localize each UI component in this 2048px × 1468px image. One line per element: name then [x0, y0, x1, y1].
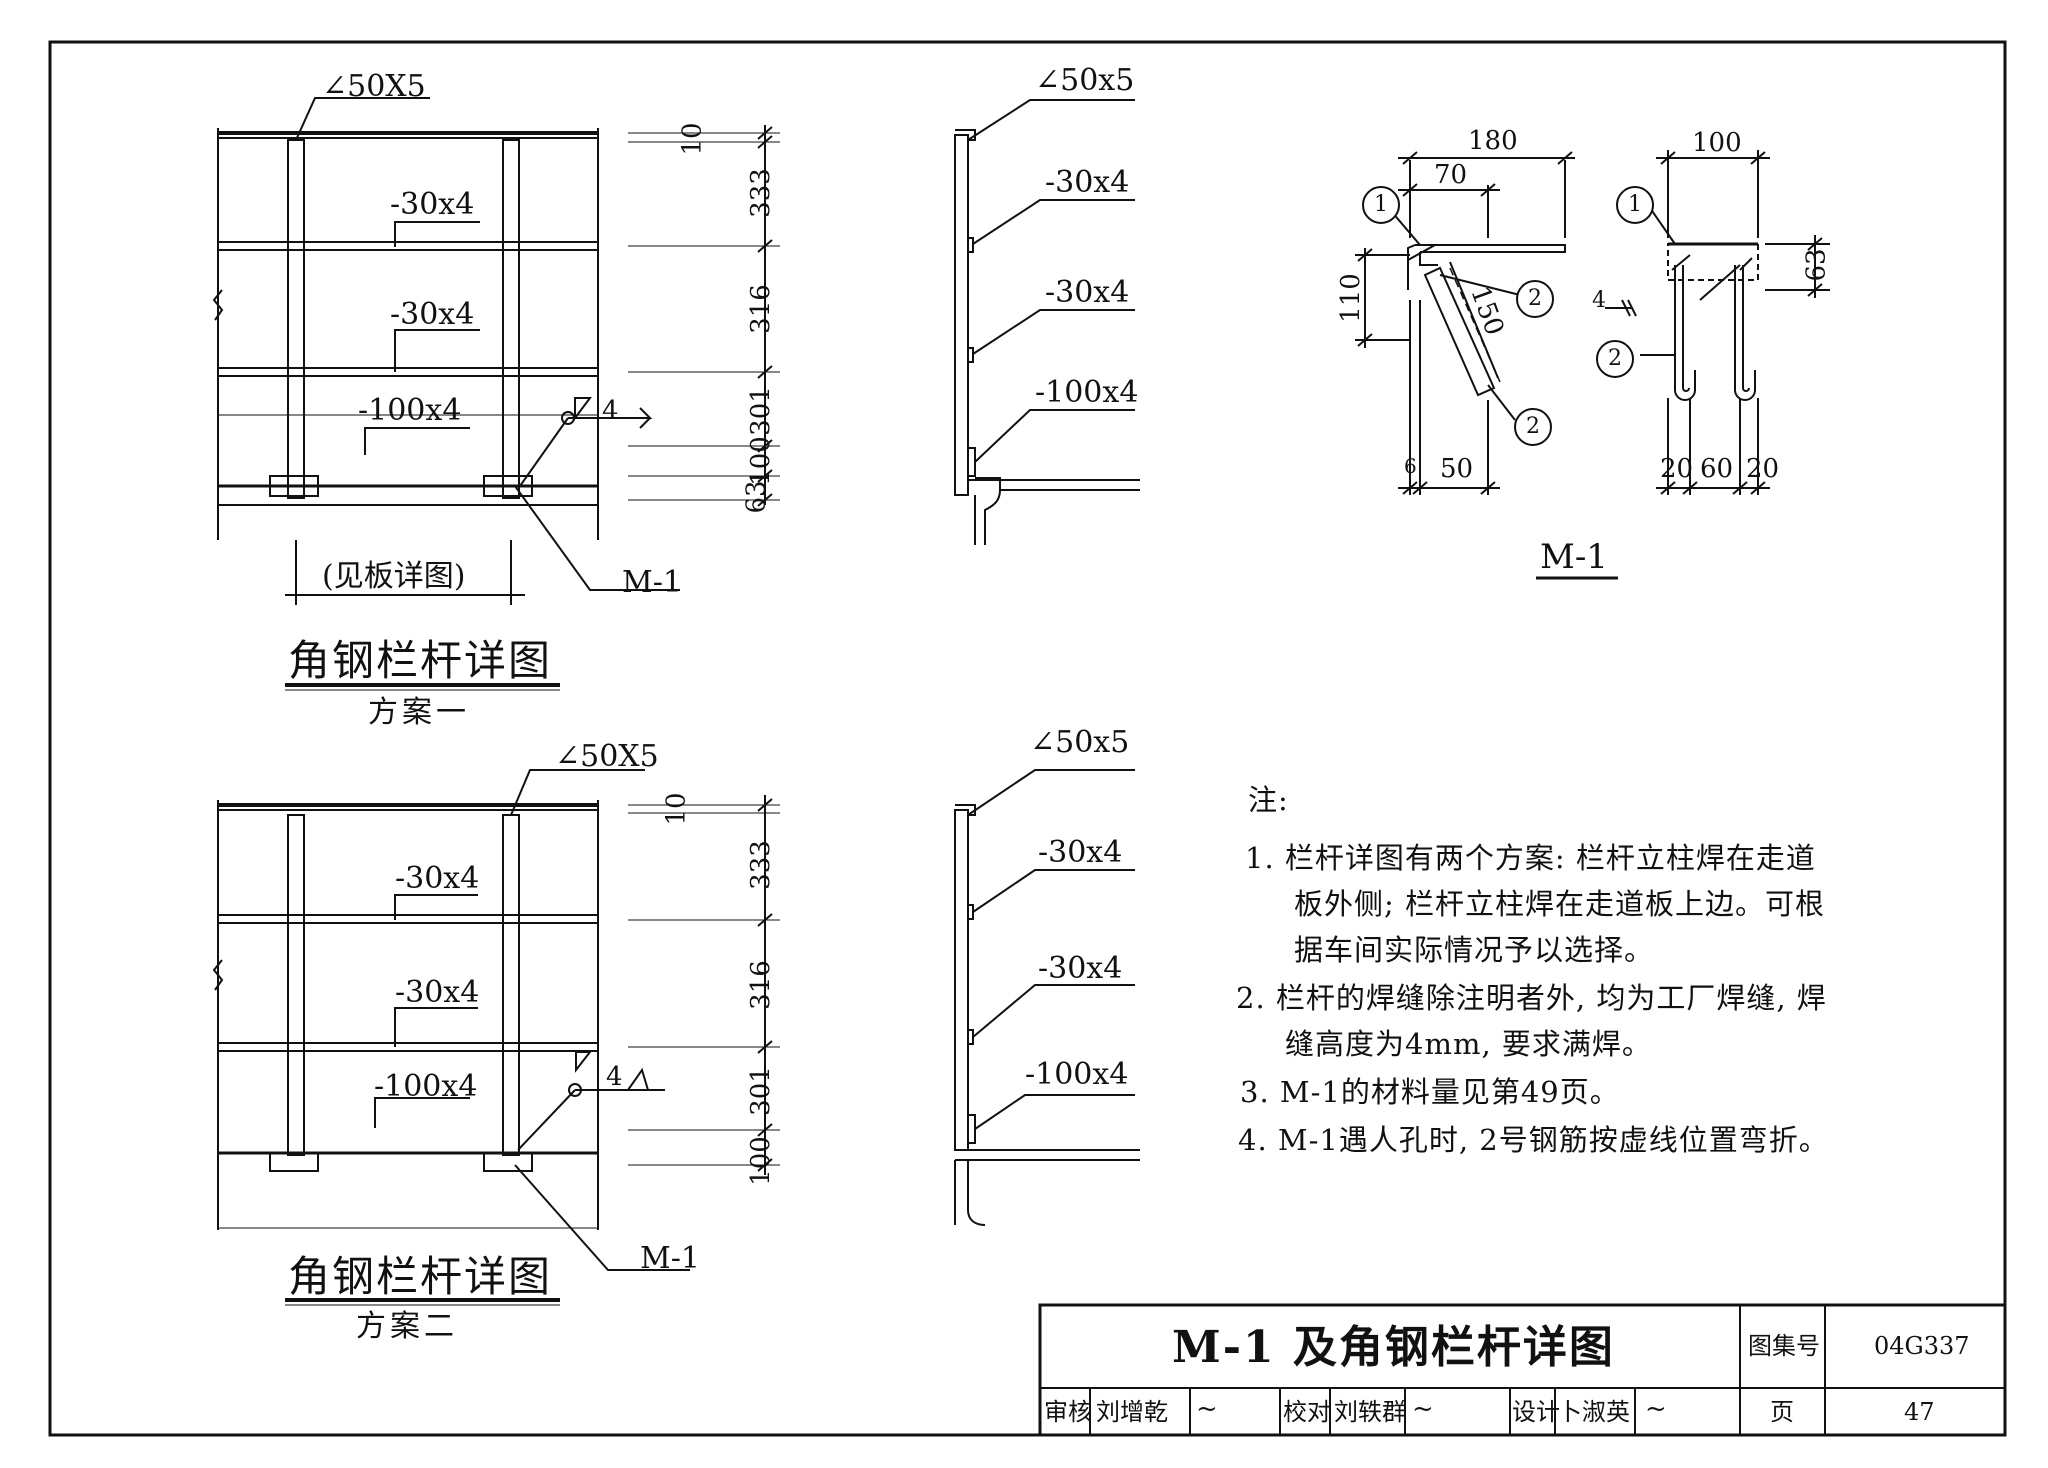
design-label: 设计 [1512, 1398, 1560, 1426]
reviewer-name: 刘增乾 [1096, 1398, 1168, 1426]
designer-name: 卜淑英 [1558, 1398, 1630, 1426]
m1-dim-70: 70 [1434, 160, 1468, 190]
page-label: 页 [1770, 1398, 1794, 1426]
scheme2-dim-333: 333 [745, 840, 776, 890]
m1-dim-60: 60 [1700, 454, 1734, 484]
atlas-no: 04G337 [1874, 1332, 1970, 1360]
m1-dim-6: 6 [1404, 454, 1417, 478]
m1-left-detail [1355, 151, 1575, 495]
designer-signature: ~ [1645, 1394, 1667, 1424]
m1-dim-63: 63 [1801, 248, 1832, 282]
scheme1-base-span-label: (见板详图) [322, 559, 466, 594]
m1-callout-2-lower: 2 [1514, 408, 1552, 446]
scheme1-dim-100: 100 [745, 436, 776, 486]
title-block [1038, 1303, 2007, 1437]
reviewer-signature: ~ [1196, 1394, 1218, 1424]
scheme1-title: 角钢栏杆详图 [288, 636, 553, 685]
scheme1-section-rail-2-label: -30x4 [1045, 275, 1130, 310]
scheme1-toe-plate-label: -100x4 [358, 393, 462, 428]
m1-dim-180: 180 [1468, 126, 1518, 156]
scheme1-dim-10: 10 [677, 122, 708, 156]
scheme2-dim-301: 301 [745, 1066, 776, 1116]
review-label: 审核 [1044, 1398, 1092, 1426]
scheme2-weld-size: 4 [606, 1062, 623, 1092]
scheme1-section-angle-label: ∠50x5 [1035, 63, 1135, 98]
scheme2-subtitle: 方案二 [356, 1309, 458, 1344]
note-1-line-3: 据车间实际情况予以选择。 [1294, 933, 1655, 967]
scheme1-top-angle-label: ∠50X5 [322, 69, 426, 104]
note-1-line-1: 1. 栏杆详图有两个方案: 栏杆立柱焊在走道 [1245, 841, 1816, 875]
m1-callout-1-right: 1 [1616, 186, 1654, 224]
scheme2-rail-1-label: -30x4 [395, 861, 480, 896]
scheme2-rail-2-label: -30x4 [395, 975, 480, 1010]
note-3: 3. M-1的材料量见第49页。 [1240, 1075, 1620, 1109]
scheme1-rail-2-label: -30x4 [390, 297, 475, 332]
scheme1-dim-301: 301 [745, 386, 776, 436]
scheme1-subtitle: 方案一 [368, 695, 470, 730]
scheme1-elevation [212, 97, 780, 691]
m1-dim-110: 110 [1335, 273, 1366, 323]
scheme2-title: 角钢栏杆详图 [288, 1252, 553, 1301]
notes-heading: 注: [1248, 783, 1289, 817]
note-4: 4. M-1遇人孔时, 2号钢筋按虚线位置弯折。 [1238, 1123, 1829, 1157]
scheme1-dim-333: 333 [745, 168, 776, 218]
m1-dim-4: 4 [1592, 288, 1606, 313]
note-1-line-2: 板外侧; 栏杆立柱焊在走道板上边。可根 [1294, 887, 1825, 921]
scheme2-dim-316: 316 [745, 960, 776, 1010]
scheme2-dim-100: 100 [745, 1136, 776, 1186]
page-no: 47 [1904, 1398, 1935, 1426]
m1-dim-50: 50 [1440, 454, 1474, 484]
scheme1-dim-63: 63 [741, 480, 772, 514]
scheme2-toe-plate-label: -100x4 [374, 1069, 478, 1104]
checker-name: 刘轶群 [1334, 1398, 1406, 1426]
scheme2-elevation [212, 769, 780, 1306]
scheme2-embed-label: M-1 [640, 1241, 700, 1276]
sheet-border [48, 40, 2007, 1437]
m1-callout-2-upper: 2 [1516, 280, 1554, 318]
scheme2-section-toe-label: -100x4 [1025, 1057, 1129, 1092]
scheme2-section [954, 769, 1140, 1226]
scheme1-weld-size: 4 [602, 396, 619, 426]
scheme1-section-rail-1-label: -30x4 [1045, 165, 1130, 200]
scheme1-rail-1-label: -30x4 [390, 187, 475, 222]
checker-signature: ~ [1412, 1394, 1434, 1424]
note-2-line-2: 缝高度为4mm, 要求满焊。 [1285, 1027, 1652, 1061]
m1-dim-100: 100 [1692, 128, 1742, 158]
scheme1-section-toe-label: -100x4 [1035, 375, 1139, 410]
m1-callout-1-left: 1 [1362, 186, 1400, 224]
scheme2-dim-10: 10 [661, 792, 692, 826]
m1-dim-20-right: 20 [1746, 454, 1780, 484]
m1-title: M-1 [1540, 537, 1608, 577]
check-label: 校对 [1283, 1398, 1331, 1426]
m1-right-detail [1536, 150, 1830, 580]
m1-dim-20-left: 20 [1660, 454, 1694, 484]
atlas-no-label: 图集号 [1748, 1332, 1820, 1360]
scheme2-top-angle-label: ∠50X5 [555, 739, 659, 774]
m1-callout-2-right: 2 [1596, 340, 1634, 378]
scheme1-embed-label: M-1 [622, 565, 682, 600]
scheme2-section-angle-label: ∠50x5 [1030, 725, 1130, 760]
scheme1-section [954, 99, 1140, 545]
scheme1-dim-316: 316 [745, 284, 776, 334]
scheme2-section-rail-1-label: -30x4 [1038, 835, 1123, 870]
drawing-title: M-1 及角钢栏杆详图 [1172, 1322, 1615, 1373]
note-2-line-1: 2. 栏杆的焊缝除注明者外, 均为工厂焊缝, 焊 [1236, 981, 1827, 1015]
scheme2-section-rail-2-label: -30x4 [1038, 951, 1123, 986]
